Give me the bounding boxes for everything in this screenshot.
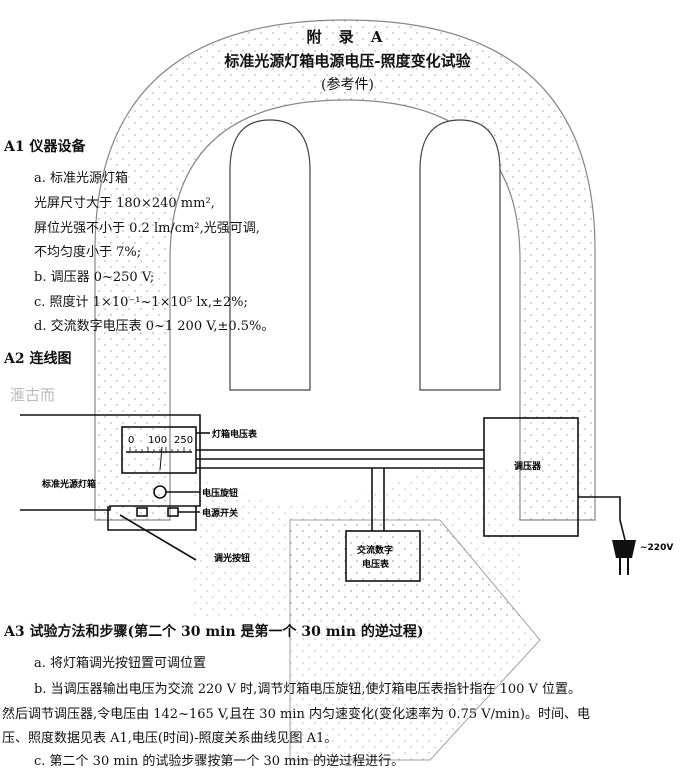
mains-voltage-label: ~220V — [640, 543, 673, 553]
watermark-arch — [94, 19, 596, 521]
regulator-box — [483, 417, 579, 537]
a1-item: 光屏尺寸大于 180×240 mm², — [34, 196, 215, 211]
switch-icon — [136, 507, 148, 517]
a1-item: d. 交流数字电压表 0~1 200 V,±0.5%。 — [34, 319, 275, 334]
a1-item: 不均匀度小于 7%; — [34, 245, 142, 260]
appendix-title: 附 录 A — [306, 28, 389, 46]
voltage-knob-label: 电压旋钮 — [202, 487, 238, 499]
a3-item: a. 将灯箱调光按钮置可调位置 — [34, 656, 207, 671]
watermark-text: 滙古而 — [10, 386, 55, 404]
a3-item: 然后调节调压器,令电压由 142~165 V,且在 30 min 内匀速变化(变… — [2, 707, 590, 722]
voltmeter-box — [345, 530, 421, 582]
meter-scale-250: 250 — [174, 435, 193, 446]
watermark-window-left — [229, 119, 311, 391]
lightbox-outline — [20, 414, 201, 511]
section-a1-heading: A1 仪器设备 — [4, 139, 86, 155]
power-cable — [578, 496, 626, 541]
voltmeter-label-line1: 交流数字 — [357, 544, 393, 556]
watermark-window-right — [419, 119, 501, 391]
meter-label: 灯箱电压表 — [212, 428, 258, 440]
a1-item: b. 调压器 0~250 V; — [34, 270, 155, 285]
power-switch-label: 电源开关 — [202, 507, 238, 519]
plug-icon — [612, 540, 636, 575]
meter-needle — [159, 446, 163, 471]
dimmer-button-label: 调光按钮 — [214, 552, 250, 564]
voltage-knob-icon — [153, 485, 167, 499]
regulator-label: 调压器 — [514, 460, 542, 472]
section-a3-heading: A3 试验方法和步骤(第二个 30 min 是第一个 30 min 的逆过程) — [4, 624, 424, 640]
meter-scale-0: 0 — [128, 435, 134, 446]
a1-item: 屏位光强不小于 0.2 lm/cm²,光强可调, — [34, 221, 260, 236]
switch-icon — [167, 507, 179, 517]
lightbox-label: 标准光源灯箱 — [41, 478, 96, 490]
voltmeter-label-line2: 电压表 — [362, 558, 390, 570]
meter-scale-100: 100 — [148, 435, 167, 446]
document-subtitle: (参考件) — [321, 77, 374, 93]
watermark-diamond — [289, 519, 541, 761]
lightbox-lower — [107, 506, 197, 531]
document-title: 标准光源灯箱电源电压-照度变化试验 — [224, 52, 471, 70]
a3-item: 压、照度数据见表 A1,电压(时间)-照度关系曲线见图 A1。 — [2, 731, 338, 746]
a1-item: a. 标准光源灯箱 — [34, 171, 129, 186]
a1-item: c. 照度计 1×10⁻¹~1×10⁵ lx,±2%; — [34, 295, 248, 310]
section-a2-heading: A2 连线图 — [4, 351, 72, 367]
a3-item: c. 第二个 30 min 的试验步骤按第一个 30 min 的逆过程进行。 — [34, 754, 405, 769]
a3-item: b. 当调压器输出电压为交流 220 V 时,调节灯箱电压旋钮,使灯箱电压表指针… — [34, 682, 582, 697]
meter-box — [121, 426, 197, 474]
